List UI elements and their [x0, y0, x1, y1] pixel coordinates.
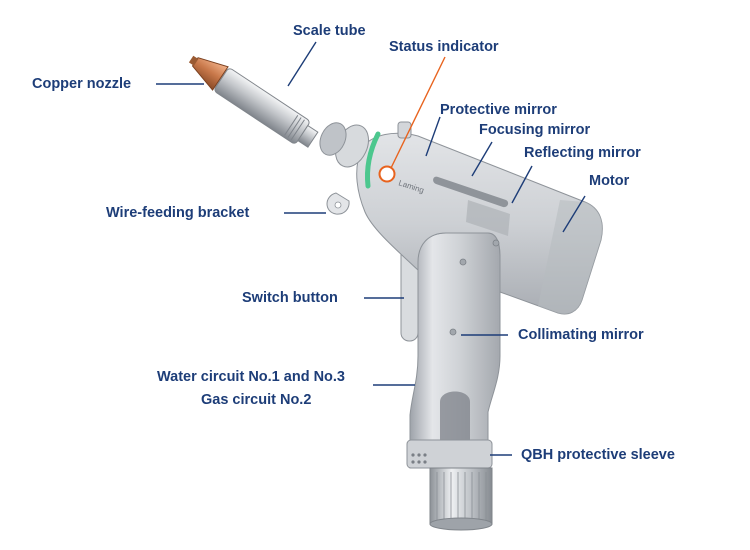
- leader-lines: [156, 41, 586, 456]
- status-indicator-part: [378, 165, 396, 183]
- scale-tube-part: [214, 68, 319, 148]
- leader-focusing-mirror: [471, 141, 493, 177]
- label-water-circuit: Water circuit No.1 and No.3: [157, 369, 345, 385]
- leader-motor: [562, 195, 586, 233]
- label-focusing-mirror: Focusing mirror: [479, 122, 591, 138]
- label-collimating-mirror: Collimating mirror: [518, 327, 644, 343]
- label-gas-circuit: Gas circuit No.2: [201, 392, 312, 408]
- label-wire-feeding-bracket: Wire-feeding bracket: [106, 205, 250, 221]
- leader-reflecting-mirror: [511, 165, 533, 204]
- status-ring-part: [365, 131, 381, 189]
- qbh-sleeve-part: [429, 467, 493, 531]
- label-status-indicator: Status indicator: [389, 39, 499, 55]
- label-motor: Motor: [589, 173, 630, 189]
- label-reflecting-mirror: Reflecting mirror: [524, 145, 641, 161]
- label-scale-tube: Scale tube: [293, 23, 366, 39]
- leader-scale-tube: [287, 41, 317, 87]
- label-qbh-sleeve: QBH protective sleeve: [521, 447, 675, 463]
- label-switch-button: Switch button: [242, 290, 338, 306]
- copper-nozzle-part: [188, 55, 229, 91]
- gun-body: [188, 55, 603, 531]
- label-protective-mirror: Protective mirror: [440, 102, 557, 118]
- label-copper-nozzle: Copper nozzle: [32, 76, 132, 92]
- leader-status-indicator: [390, 56, 446, 169]
- leader-protective-mirror: [425, 116, 441, 157]
